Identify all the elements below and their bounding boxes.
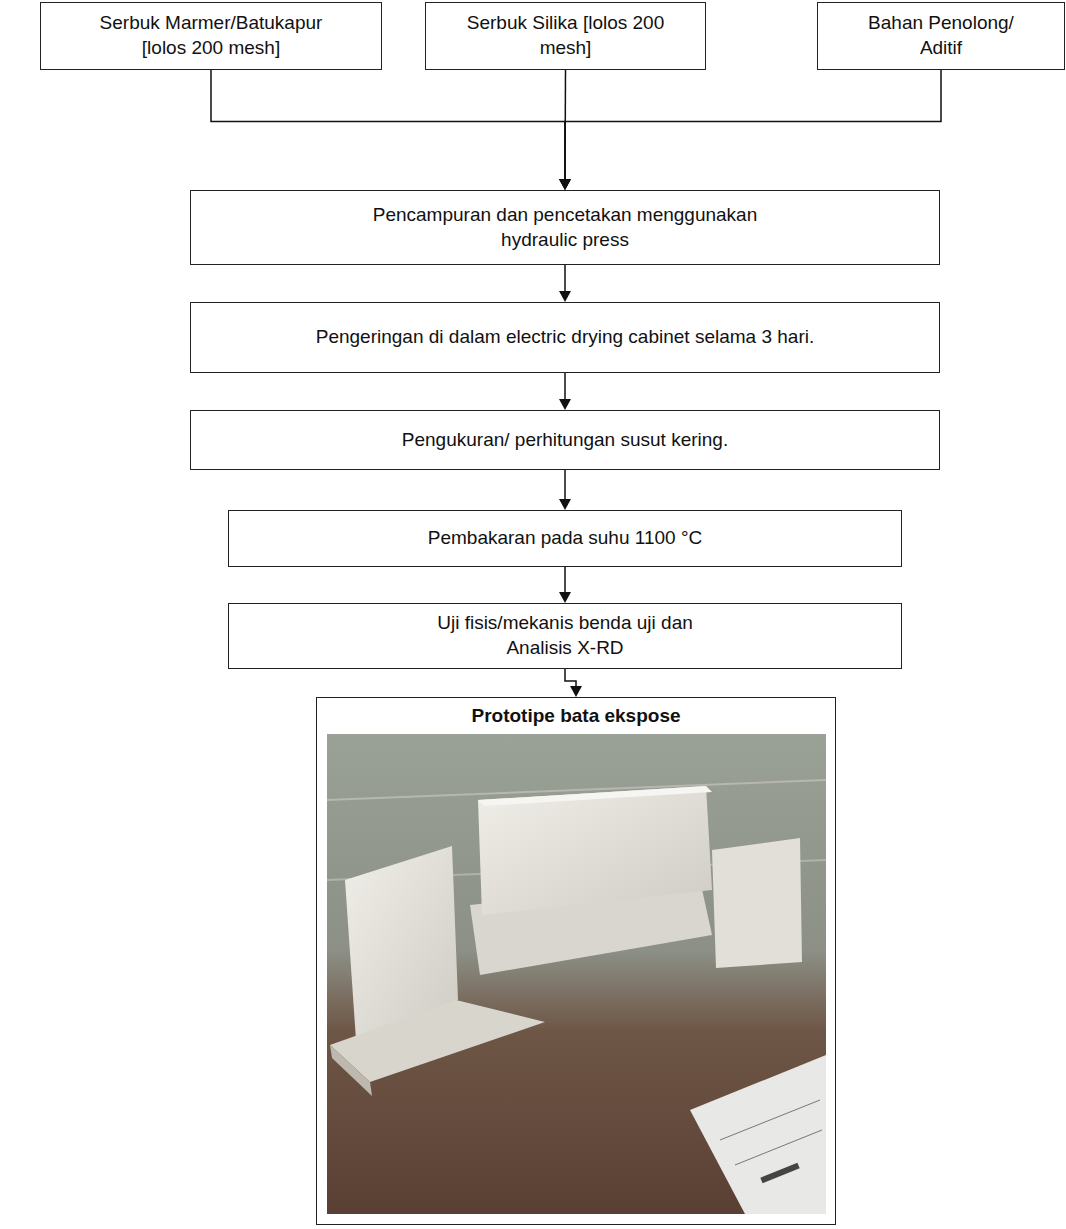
flow-arrow — [565, 70, 941, 181]
arrow-head — [559, 179, 571, 190]
flow-arrow — [564, 265, 566, 293]
node-text: Pengeringan di dalam electric drying cab… — [316, 325, 815, 350]
process-box: Serbuk Marmer/Batukapur [lolos 200 mesh] — [40, 2, 382, 70]
arrow-head — [559, 179, 571, 190]
flow-arrow — [564, 373, 566, 401]
process-box: Pengeringan di dalam electric drying cab… — [190, 302, 940, 373]
process-box: Uji fisis/mekanis benda uji dan Analisis… — [228, 603, 902, 669]
process-box: Pencampuran dan pencetakan menggunakan h… — [190, 190, 940, 265]
flow-arrow — [564, 567, 566, 594]
arrow-head — [559, 399, 571, 410]
process-box: Pengukuran/ perhitungan susut kering. — [190, 410, 940, 470]
arrow-head — [559, 499, 571, 510]
arrow-head — [570, 686, 582, 697]
process-box: Pembakaran pada suhu 1100 °C — [228, 510, 902, 567]
node-text: Serbuk Marmer/Batukapur [lolos 200 mesh] — [86, 11, 336, 60]
process-box: Bahan Penolong/ Aditif — [817, 2, 1065, 70]
node-text: Uji fisis/mekanis benda uji dan Analisis… — [405, 611, 725, 660]
result-box: Prototipe bata ekspose — [316, 697, 836, 1225]
arrow-head — [559, 179, 571, 190]
node-text: Serbuk Silika [lolos 200 mesh] — [466, 11, 666, 60]
arrow-head — [559, 592, 571, 603]
flow-arrow — [211, 70, 565, 181]
arrow-head — [559, 291, 571, 302]
flow-arrow — [564, 470, 566, 501]
node-text: Pembakaran pada suhu 1100 °C — [428, 526, 703, 551]
node-text: Bahan Penolong/ Aditif — [854, 11, 1029, 60]
flow-arrow — [565, 669, 576, 688]
node-text: Prototipe bata ekspose — [471, 704, 680, 729]
node-text: Pengukuran/ perhitungan susut kering. — [402, 428, 728, 453]
node-text: Pencampuran dan pencetakan menggunakan h… — [350, 203, 780, 252]
process-box: Serbuk Silika [lolos 200 mesh] — [425, 2, 706, 70]
